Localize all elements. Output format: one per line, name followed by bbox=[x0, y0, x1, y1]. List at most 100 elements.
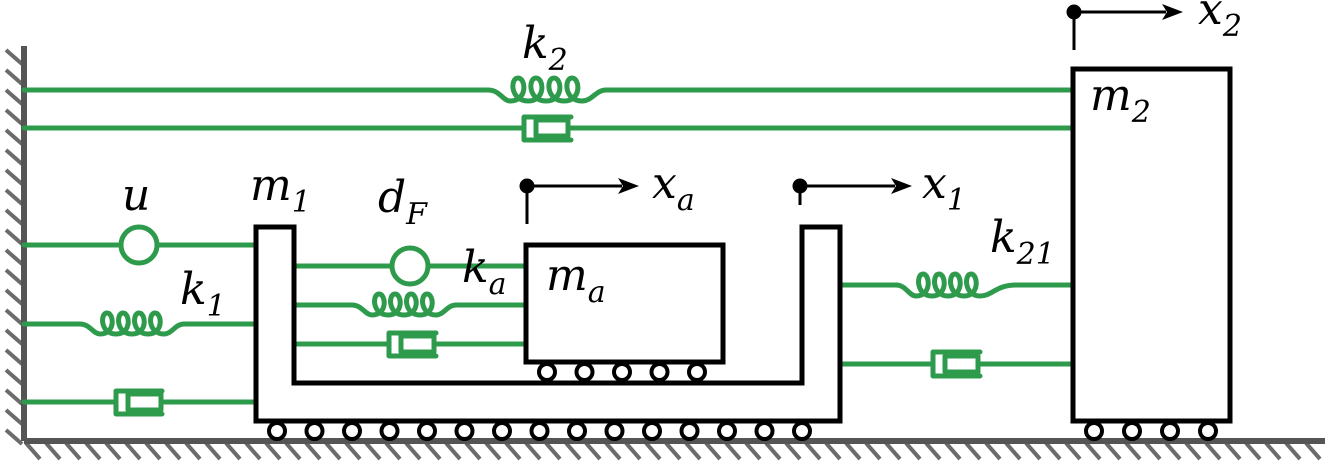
hatch-mark bbox=[1084, 441, 1102, 461]
spring-k21 bbox=[837, 271, 1076, 299]
damper-icon bbox=[521, 114, 574, 143]
spring-k1 bbox=[21, 310, 259, 337]
label-xa-sub: a bbox=[677, 183, 695, 218]
hatch-mark bbox=[424, 441, 442, 461]
hatch-mark bbox=[184, 441, 202, 461]
wheel-icon bbox=[604, 421, 625, 441]
spring-icon bbox=[349, 291, 459, 318]
wheel-icon bbox=[1084, 421, 1104, 441]
label-x1: x1 bbox=[922, 158, 966, 218]
label-x2-base: x bbox=[1198, 0, 1223, 35]
label-u-base: u bbox=[122, 170, 150, 221]
hatch-mark bbox=[624, 441, 642, 461]
label-xa-base: x bbox=[652, 158, 677, 209]
hatch-mark bbox=[1184, 441, 1202, 461]
mass-m2-block bbox=[1070, 66, 1233, 424]
hatch-mark bbox=[144, 441, 162, 461]
displacement-arrow-x2 bbox=[1066, 4, 1183, 50]
hatch-mark bbox=[24, 441, 42, 461]
hatch-mark bbox=[164, 441, 182, 461]
wheel-icon bbox=[304, 421, 325, 441]
hatch-mark bbox=[564, 441, 582, 461]
hatch-mark bbox=[304, 441, 322, 461]
hatch-mark bbox=[284, 441, 302, 461]
damper-icon bbox=[386, 330, 439, 359]
hatch-mark bbox=[224, 441, 242, 461]
mass-ma-block bbox=[523, 242, 726, 365]
hatch-mark bbox=[4, 308, 24, 326]
hatch-mark bbox=[1164, 441, 1182, 461]
svg-text:x1: x1 bbox=[922, 158, 966, 218]
hatch-mark bbox=[4, 348, 24, 366]
label-k21-sub: 21 bbox=[1016, 237, 1055, 272]
svg-text:x2: x2 bbox=[1198, 0, 1242, 44]
hatch-mark bbox=[684, 441, 702, 461]
wheel-icon bbox=[792, 421, 812, 441]
force-actuator-icon bbox=[118, 224, 160, 266]
hatch-mark bbox=[4, 248, 24, 266]
label-k2-sub: 2 bbox=[548, 43, 568, 78]
svg-text:k2: k2 bbox=[522, 18, 568, 78]
hatch-mark bbox=[724, 441, 742, 461]
wheel-icon bbox=[529, 421, 550, 441]
wheel-icon bbox=[1122, 421, 1142, 441]
svg-text:ka: ka bbox=[462, 242, 507, 302]
spring-icon bbox=[77, 310, 187, 337]
wheel-icon bbox=[567, 421, 587, 441]
label-ma-base: m bbox=[546, 250, 588, 301]
hatch-mark bbox=[4, 328, 24, 346]
wheel-icon bbox=[754, 421, 775, 441]
svg-text:k21: k21 bbox=[990, 212, 1055, 272]
damper-c1 bbox=[21, 388, 259, 417]
hatch-mark bbox=[764, 441, 782, 461]
spring-icon bbox=[485, 75, 609, 104]
label-k1: k1 bbox=[180, 264, 226, 324]
hatch-mark bbox=[264, 441, 282, 461]
label-k2-base: k bbox=[522, 18, 549, 69]
label-x1-base: x bbox=[922, 158, 947, 209]
label-xa: xa bbox=[652, 158, 695, 218]
label-ka-base: k bbox=[462, 242, 489, 293]
hatch-mark bbox=[4, 168, 24, 186]
hatch-mark bbox=[4, 408, 24, 426]
hatch-mark bbox=[404, 441, 422, 461]
hatch-mark bbox=[4, 48, 24, 66]
hatch-mark bbox=[4, 288, 24, 306]
hatch-mark bbox=[1124, 441, 1142, 461]
hatch-mark bbox=[544, 441, 562, 461]
hatch-mark bbox=[944, 441, 962, 461]
label-m1-sub: 1 bbox=[292, 185, 311, 220]
force-actuator-icon bbox=[389, 245, 431, 287]
hatch-mark bbox=[444, 441, 462, 461]
hatch-mark bbox=[1204, 441, 1222, 461]
label-m2-base: m bbox=[1090, 70, 1132, 121]
wheel-icon bbox=[537, 362, 557, 382]
label-m2: m2 bbox=[1090, 70, 1151, 130]
spring-ka bbox=[291, 291, 529, 318]
hatch-mark bbox=[4, 208, 24, 226]
hatch-mark bbox=[484, 441, 502, 461]
hatch-mark bbox=[244, 441, 262, 461]
hatch-mark bbox=[844, 441, 862, 461]
wheel-icon bbox=[612, 362, 632, 382]
label-k2: k2 bbox=[522, 18, 568, 78]
wheel-icon bbox=[1198, 421, 1218, 441]
hatch-mark bbox=[64, 441, 82, 461]
wheel-icon bbox=[717, 421, 737, 441]
svg-text:m1: m1 bbox=[250, 160, 311, 220]
hatch-mark bbox=[4, 428, 24, 446]
hatch-mark bbox=[4, 388, 24, 406]
label-m2-sub: 2 bbox=[1131, 95, 1151, 130]
hatch-mark bbox=[524, 441, 542, 461]
hatch-mark bbox=[584, 441, 602, 461]
wheel-icon bbox=[267, 421, 287, 441]
hatch-mark bbox=[864, 441, 882, 461]
damper-c21 bbox=[837, 349, 1076, 379]
label-x2-sub: 2 bbox=[1222, 9, 1242, 44]
spring-k2 bbox=[21, 75, 1076, 104]
hatch-mark bbox=[4, 128, 24, 146]
damper-icon bbox=[930, 349, 983, 379]
label-k21-base: k bbox=[990, 212, 1017, 263]
